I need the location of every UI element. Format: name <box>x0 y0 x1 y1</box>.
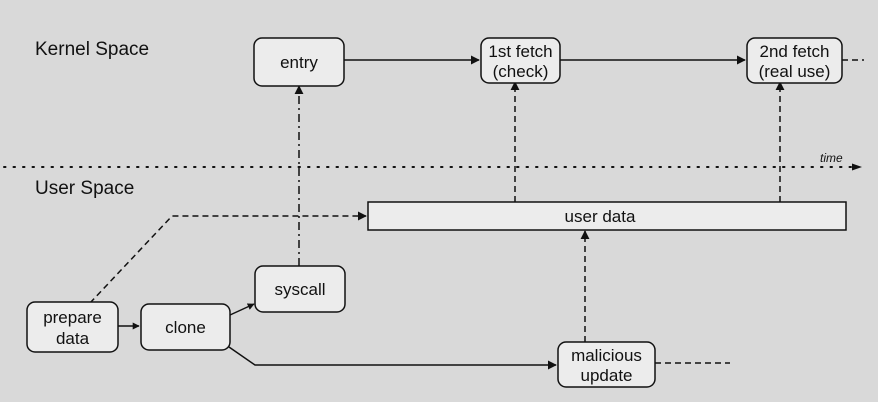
user-data-box: user data <box>367 201 847 231</box>
clone-label: clone <box>165 318 206 337</box>
time-axis-arrowhead <box>852 163 862 171</box>
second-fetch-box: 2nd fetch (real use) <box>746 37 843 84</box>
clone-to-syscall-arrow <box>229 303 255 316</box>
time-label: time <box>820 151 843 165</box>
clone-to-malicious-arrow <box>228 346 557 370</box>
malicious-update-label-line1: malicious <box>571 346 642 365</box>
entry-label: entry <box>280 53 318 72</box>
user-data-label: user data <box>565 207 636 226</box>
first-fetch-label-line1: 1st fetch <box>488 42 552 61</box>
prepare-data-label-line1: prepare <box>43 308 102 327</box>
clone-box: clone <box>140 303 231 351</box>
first-fetch-label-line2: (check) <box>493 62 549 81</box>
user-space-label: User Space <box>35 178 134 199</box>
prepare-data-box: prepare data <box>26 301 119 353</box>
prepare-data-label-line2: data <box>56 329 90 348</box>
first-fetch-box: 1st fetch (check) <box>480 37 561 84</box>
syscall-label: syscall <box>274 280 325 299</box>
malicious-update-box: malicious update <box>557 341 656 388</box>
second-fetch-label-line1: 2nd fetch <box>760 42 830 61</box>
kernel-space-label: Kernel Space <box>35 39 149 60</box>
second-fetch-label-line2: (real use) <box>759 62 831 81</box>
malicious-update-label-line2: update <box>581 366 633 385</box>
syscall-box: syscall <box>254 265 346 313</box>
entry-box: entry <box>253 37 345 87</box>
